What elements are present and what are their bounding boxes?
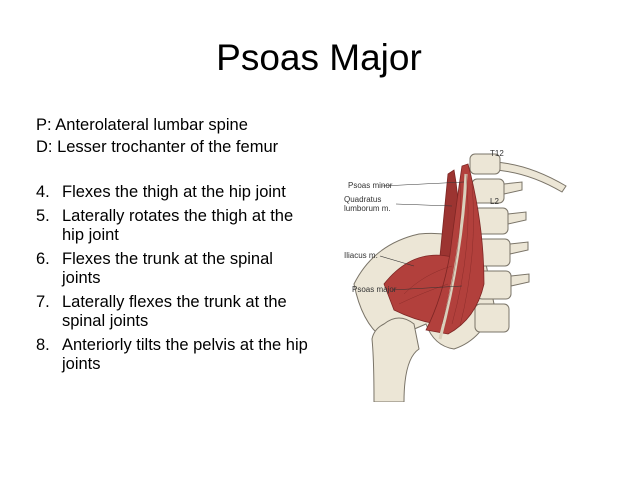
action-item: 6. Flexes the trunk at the spinal joints [36, 250, 311, 289]
origin-line: P: Anterolateral lumbar spine [36, 116, 248, 134]
action-item: 4. Flexes the thigh at the hip joint [36, 183, 311, 203]
action-text: Flexes the trunk at the spinal joints [62, 249, 273, 288]
psoas-major-muscle [425, 163, 485, 335]
label-t12: T12 [490, 149, 504, 158]
action-item: 7. Laterally flexes the trunk at the spi… [36, 293, 311, 332]
action-text: Flexes the thigh at the hip joint [62, 183, 286, 201]
label-l2: L2 [490, 197, 499, 206]
action-number: 6. [36, 249, 50, 268]
actions-list: 4. Flexes the thigh at the hip joint 5. … [36, 183, 311, 379]
psoas-minor-tendon [438, 173, 468, 340]
action-text: Laterally flexes the trunk at the spinal… [62, 292, 287, 331]
action-number: 8. [36, 335, 50, 354]
action-number: 4. [36, 183, 50, 201]
origin-insertion-block: P: Anterolateral lumbar spine D: Lesser … [36, 114, 306, 158]
label-quadratus-line1: Quadratus [344, 195, 381, 204]
leader-lines [379, 181, 465, 291]
rib [493, 161, 567, 193]
action-number: 5. [36, 206, 50, 225]
slide-title: Psoas Major [216, 37, 422, 78]
action-text: Laterally rotates the thigh at the hip j… [62, 206, 294, 245]
label-psoas-minor: Psoas minor [348, 181, 393, 190]
femur-bone [371, 317, 420, 402]
action-number: 7. [36, 292, 50, 311]
action-text: Anteriorly tilts the pelvis at the hip j… [62, 335, 308, 374]
label-iliacus: Iliacus m. [344, 251, 378, 260]
action-item: 8. Anteriorly tilts the pelvis at the hi… [36, 336, 311, 375]
lumbar-spine [469, 153, 530, 333]
insertion-line: D: Lesser trochanter of the femur [36, 138, 279, 156]
muscle-striations [398, 173, 474, 327]
label-psoas-major: Psoas major [352, 285, 397, 294]
psoas-anatomy-illustration: T12 L2 Psoas minor Quadratus lumborum m.… [344, 149, 567, 402]
action-item: 5. Laterally rotates the thigh at the hi… [36, 207, 311, 246]
label-quadratus-line2: lumborum m. [344, 204, 391, 213]
